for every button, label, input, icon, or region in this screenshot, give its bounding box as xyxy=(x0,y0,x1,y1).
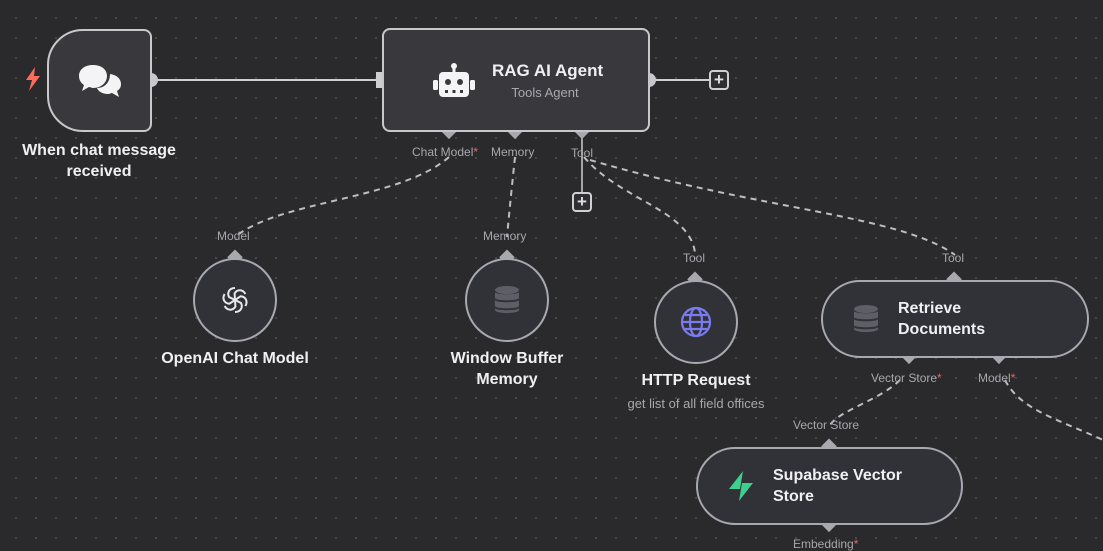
retrieve-tool-label: Tool xyxy=(942,251,965,265)
supabase-title: Supabase Vector Store xyxy=(773,467,902,505)
connection-retrieve-model-out[interactable] xyxy=(1004,379,1103,441)
retrieve-title: Retrieve Documents xyxy=(898,300,986,338)
memory-title: Window Buffer Memory xyxy=(450,350,564,388)
agent-tool-label: Tool xyxy=(571,146,594,160)
globe-icon xyxy=(680,306,712,338)
supabase-logo-icon xyxy=(729,471,753,501)
http-tool-label: Tool xyxy=(683,251,706,265)
robot-icon xyxy=(433,63,475,97)
memory-memory-label: Memory xyxy=(483,229,527,243)
agent-add-node-button[interactable]: + xyxy=(709,70,729,90)
http-subtitle: get list of all field offices xyxy=(627,396,765,411)
connection-openai-to-chat-model[interactable] xyxy=(234,156,450,238)
connection-retrieve-to-tool[interactable] xyxy=(589,159,956,256)
retrieve-vector-store-label: Vector Store* xyxy=(871,371,942,385)
supabase-embedding-label: Embedding* xyxy=(793,537,859,551)
openai-model-label: Model xyxy=(217,229,250,243)
http-title: HTTP Request xyxy=(641,372,751,389)
lightning-bolt-icon xyxy=(26,67,40,91)
connection-http-to-tool[interactable] xyxy=(583,156,696,254)
supabase-vector-store-label: Vector Store xyxy=(793,418,860,432)
chat-bubbles-icon xyxy=(79,65,121,97)
rag-ai-agent-node[interactable] xyxy=(382,28,650,132)
openai-logo-icon xyxy=(222,287,248,313)
database-icon xyxy=(854,305,878,332)
openai-title: OpenAI Chat Model xyxy=(161,350,309,367)
chat-trigger-title: When chat message received xyxy=(22,142,176,180)
agent-subtitle: Tools Agent xyxy=(511,85,579,100)
agent-input-handle[interactable] xyxy=(376,72,384,88)
database-icon xyxy=(495,286,519,313)
tool-add-node-button[interactable]: + xyxy=(572,192,592,212)
window-buffer-memory-node[interactable] xyxy=(465,258,549,342)
agent-memory-label: Memory xyxy=(491,145,535,159)
connection-memory-to-memory[interactable] xyxy=(506,156,516,238)
retrieve-model-label: Model* xyxy=(978,371,1016,385)
agent-title: RAG AI Agent xyxy=(492,61,604,80)
connection-supabase-to-vector-store[interactable] xyxy=(829,379,901,426)
agent-chat-model-label: Chat Model* xyxy=(412,145,479,159)
